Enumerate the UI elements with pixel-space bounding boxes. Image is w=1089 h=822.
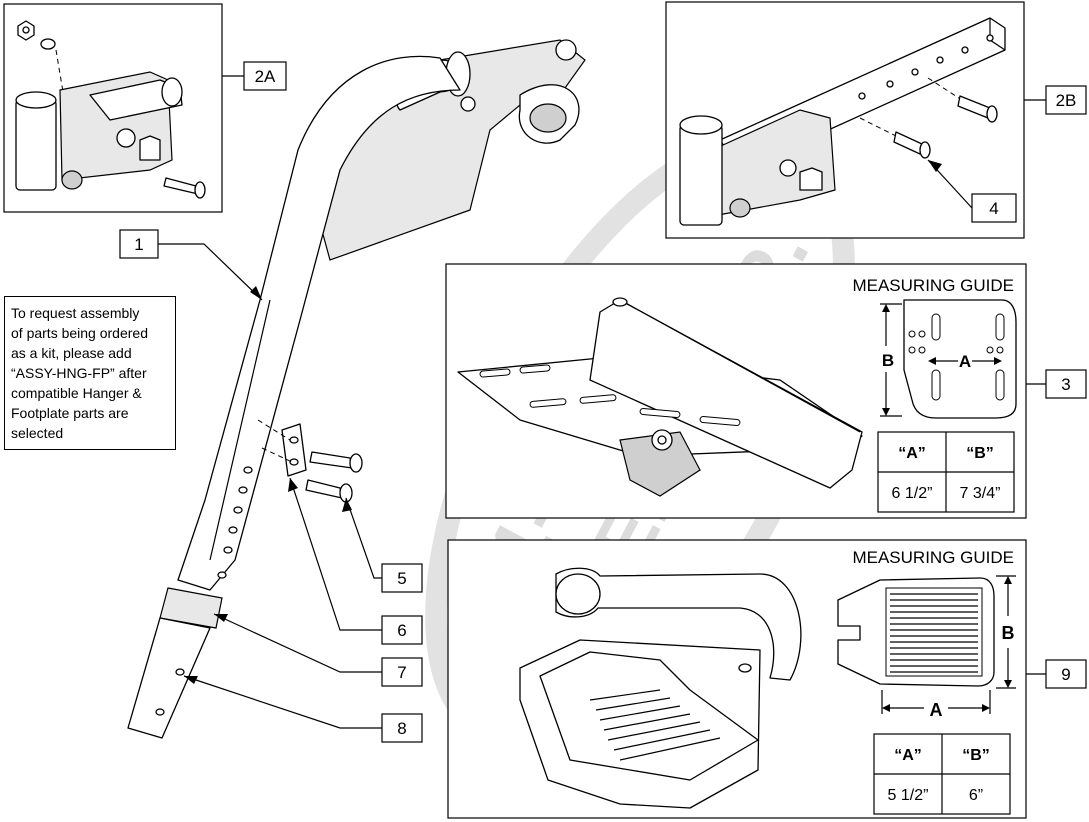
inset-2b bbox=[665, 1, 1025, 239]
callout-2a-label: 2A bbox=[255, 67, 276, 86]
guide-3-dim-a: A bbox=[959, 352, 971, 371]
guide-9-header-b: “B” bbox=[962, 747, 990, 764]
callout-2b-label: 2B bbox=[1056, 91, 1077, 110]
top-view-treads bbox=[890, 593, 978, 673]
footplate-panel: MEASURING GUIDE A bbox=[445, 263, 1027, 519]
washer-icon bbox=[40, 38, 56, 50]
callout-1-label: 1 bbox=[134, 235, 143, 254]
heel-loop bbox=[555, 567, 802, 681]
guide-9-dim-b: B bbox=[1002, 623, 1015, 643]
callout-2a: 2A bbox=[222, 61, 287, 91]
note-line: of parts being ordered bbox=[11, 325, 148, 341]
clamp-plate bbox=[281, 423, 307, 477]
pivot-cylinder bbox=[15, 99, 57, 191]
guide-9-value-b: 6” bbox=[969, 787, 983, 804]
callout-8: 8 bbox=[183, 675, 423, 743]
knob-icon-2b bbox=[729, 198, 751, 218]
callout-9-label: 9 bbox=[1061, 665, 1070, 684]
callout-1: 1 bbox=[119, 229, 263, 301]
callout-7: 7 bbox=[213, 613, 423, 687]
guide-3-value-a: 6 1/2” bbox=[892, 485, 933, 502]
note-line: selected bbox=[11, 425, 64, 441]
guide-9-title: MEASURING GUIDE bbox=[852, 548, 1014, 567]
note-line: To request assembly bbox=[11, 305, 140, 321]
callout-4-label: 4 bbox=[989, 199, 998, 218]
callout-3: 3 bbox=[1026, 369, 1087, 399]
callout-7-label: 7 bbox=[397, 663, 406, 682]
bolt-upper bbox=[309, 451, 353, 469]
pivot-cylinder-2b bbox=[679, 124, 723, 226]
guide-3-value-b: 7 3/4” bbox=[960, 485, 1001, 502]
callout-6-label: 6 bbox=[397, 621, 406, 640]
guide-9-table: “A” “B” 5 1/2” 6” bbox=[873, 733, 1011, 815]
lower-tube bbox=[127, 617, 211, 739]
guide-3-dim-b: B bbox=[882, 351, 894, 370]
note-line: “ASSY-HNG-FP” after bbox=[11, 365, 147, 381]
callout-9: 9 bbox=[1026, 659, 1087, 689]
note-line: as a kit, please add bbox=[11, 345, 132, 361]
callout-3-label: 3 bbox=[1061, 375, 1070, 394]
bolt-lower bbox=[305, 479, 343, 499]
guide-3-title: MEASURING GUIDE bbox=[852, 276, 1014, 295]
guide-9-dim-a: A bbox=[930, 700, 943, 720]
callout-8-label: 8 bbox=[397, 719, 406, 738]
guide-9-value-a: 5 1/2” bbox=[888, 787, 929, 804]
guide-3-table: “A” “B” 6 1/2” 7 3/4” bbox=[877, 431, 1015, 513]
callout-5: 5 bbox=[342, 497, 423, 593]
footplate-treads bbox=[589, 689, 721, 761]
solid-footplate-panel: MEASURING GUIDE bbox=[447, 539, 1027, 819]
guide-9-header-a: “A” bbox=[894, 747, 922, 764]
solid-footplate-top-view bbox=[837, 577, 995, 687]
inset-2a bbox=[3, 3, 223, 213]
hanger-tube bbox=[177, 55, 461, 591]
collar bbox=[159, 587, 223, 629]
knob-icon bbox=[61, 170, 83, 190]
callout-5-label: 5 bbox=[397, 569, 406, 588]
callout-4: 4 bbox=[927, 159, 1017, 223]
callout-6: 6 bbox=[288, 477, 423, 645]
guide-3-header-a: “A” bbox=[898, 445, 926, 462]
note-line: Footplate parts are bbox=[11, 405, 129, 421]
guide-3-header-b: “B” bbox=[966, 445, 994, 462]
assembly-note: To request assembly of parts being order… bbox=[4, 296, 176, 450]
note-line: compatible Hanger & bbox=[11, 385, 142, 401]
callout-2b: 2B bbox=[1024, 85, 1087, 115]
hanger-assembly bbox=[127, 39, 586, 739]
